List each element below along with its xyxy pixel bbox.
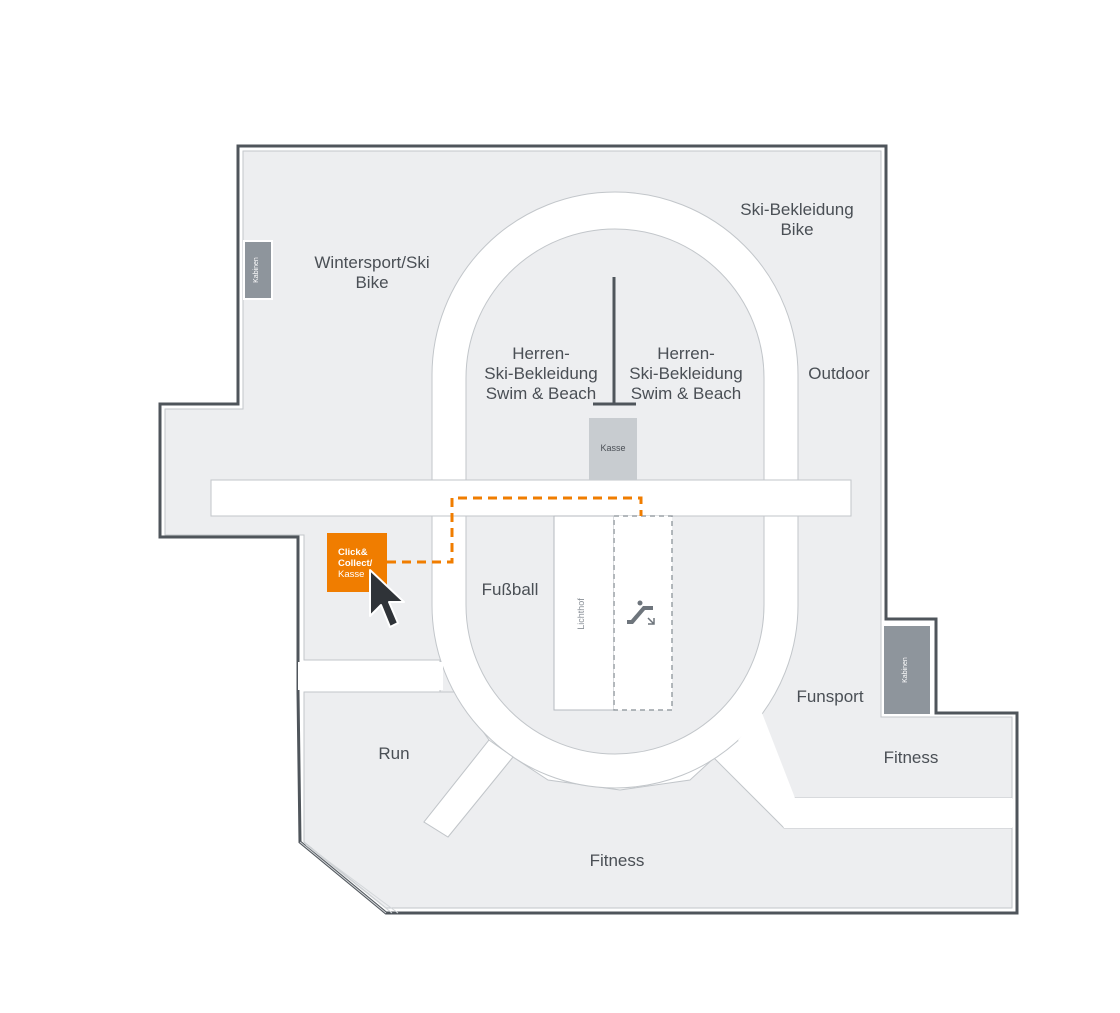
zone-label-run: Run: [378, 744, 409, 763]
zone-label-wintersport-1: Wintersport/Ski: [314, 253, 429, 272]
staircase-edge: [299, 841, 399, 914]
lichthof-box: [553, 515, 615, 711]
kasse-label: Kasse: [600, 443, 625, 453]
zone-label-herren-right-3: Swim & Beach: [631, 384, 742, 403]
zone-label-funsport: Funsport: [796, 687, 863, 706]
kasse-box: [589, 418, 637, 480]
zone-label-fitness-bottom: Fitness: [590, 851, 645, 870]
kabinen-right-label: Kabinen: [902, 657, 909, 683]
walkway-diagonal-right: [738, 713, 1012, 828]
walkway-horizontal-overlay: [211, 481, 851, 515]
zone-label-outdoor: Outdoor: [808, 364, 870, 383]
kabinen-left-label: Kabinen: [253, 257, 260, 283]
lichthof-label: Lichthof: [576, 598, 586, 630]
zone-label-herren-left-1: Herren-: [512, 344, 570, 363]
click-collect-line3: Kasse: [338, 569, 364, 580]
click-collect-line2: Collect/: [338, 558, 373, 569]
click-collect-line1: Click&: [338, 547, 368, 558]
cursor-arrow-icon: [369, 569, 405, 628]
kabinen-right-box: [882, 624, 932, 716]
kabinen-left-box: [243, 240, 273, 300]
zone-label-wintersport-2: Bike: [355, 273, 388, 292]
zone-label-herren-right-1: Herren-: [657, 344, 715, 363]
click-collect-marker[interactable]: Click& Collect/ Kasse: [327, 533, 387, 592]
walkway-diagonal-left: [423, 739, 514, 838]
route-path: [387, 496, 643, 564]
zone-label-herren-left-3: Swim & Beach: [486, 384, 597, 403]
zone-label-herren-left-2: Ski-Bekleidung: [484, 364, 597, 383]
zone-label-fitness-right: Fitness: [884, 748, 939, 767]
zone-label-herren-right-2: Ski-Bekleidung: [629, 364, 742, 383]
escalator-icon: [627, 600, 655, 625]
zone-label-skibekleidung-2: Bike: [780, 220, 813, 239]
walkway-west: [298, 662, 443, 690]
escalator-area: [613, 515, 673, 711]
zone-label-skibekleidung-1: Ski-Bekleidung: [740, 200, 853, 219]
zone-label-fussball: Fußball: [482, 580, 539, 599]
